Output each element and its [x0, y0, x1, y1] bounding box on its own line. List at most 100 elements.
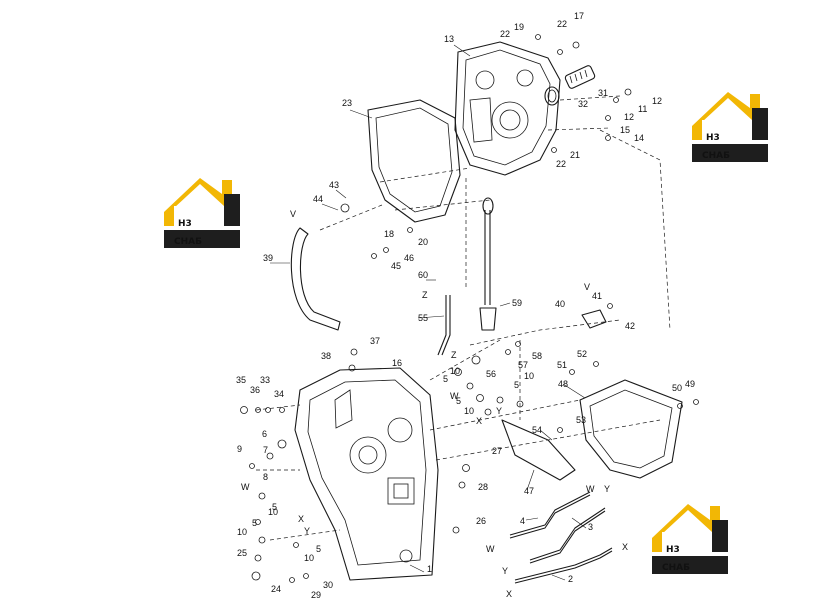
- callout-40: 40: [555, 299, 565, 309]
- ref-W-2: W: [241, 482, 250, 492]
- callout-10c: 10: [304, 553, 314, 563]
- callout-10e: 10: [464, 406, 474, 416]
- callout-4: 4: [520, 516, 525, 526]
- callout-17: 17: [574, 11, 584, 21]
- ref-X-3: X: [622, 542, 628, 552]
- callout-5e: 5: [514, 380, 519, 390]
- transmission-housing-part: [294, 367, 439, 581]
- callout-31: 31: [598, 88, 608, 98]
- logo-main-text: H3: [666, 545, 680, 555]
- callout-42: 42: [625, 321, 635, 331]
- callout-12a: 12: [652, 96, 662, 106]
- callout-49: 49: [685, 379, 695, 389]
- callout-3: 3: [588, 522, 593, 532]
- ref-W-1: W: [450, 391, 459, 401]
- callout-57: 57: [518, 360, 528, 370]
- ref-Z-2: Z: [451, 350, 457, 360]
- callout-11: 11: [638, 104, 647, 114]
- callout-10a: 10: [268, 507, 278, 517]
- callout-21: 21: [570, 150, 580, 160]
- callout-26: 26: [476, 516, 486, 526]
- callout-52: 52: [577, 349, 587, 359]
- ref-Y-3: Y: [604, 484, 610, 494]
- ref-W-3: W: [586, 484, 595, 494]
- callout-44: 44: [313, 194, 323, 204]
- callout-16: 16: [392, 358, 402, 368]
- ref-X-2: X: [298, 514, 304, 524]
- callout-23: 23: [342, 98, 352, 108]
- brand-logo-bottom: H3 СНАБ: [648, 498, 744, 578]
- callout-5d: 5: [456, 396, 461, 406]
- callout-37: 37: [370, 336, 380, 346]
- callout-60: 60: [418, 270, 428, 280]
- callout-51: 51: [557, 360, 567, 370]
- callout-39: 39: [263, 253, 273, 263]
- callout-27: 27: [492, 446, 502, 456]
- ref-W-4: W: [486, 544, 495, 554]
- callout-12b: 12: [624, 112, 634, 122]
- callout-41: 41: [592, 291, 602, 301]
- callout-22b: 22: [557, 19, 567, 29]
- ref-Y-4: Y: [502, 566, 508, 576]
- callout-5c: 5: [443, 374, 448, 384]
- part-callouts: 1 2 3 4 5 5 5 5 5 5 6 7 8 9 10 10 10 10 …: [236, 11, 695, 600]
- callout-15: 15: [620, 125, 630, 135]
- callout-13: 13: [444, 34, 454, 44]
- callout-53: 53: [576, 415, 586, 425]
- callout-14: 14: [634, 133, 644, 143]
- assembly-lines: [255, 95, 671, 541]
- callout-9: 9: [237, 444, 242, 454]
- logo-main-text: H3: [706, 133, 720, 143]
- callout-56: 56: [486, 369, 496, 379]
- callout-43: 43: [329, 180, 339, 190]
- callout-35: 35: [236, 375, 246, 385]
- brand-logo-right: H3 СНАБ: [688, 86, 784, 166]
- leader-lines: [270, 44, 587, 581]
- callout-33: 33: [260, 375, 270, 385]
- ref-Y-1: Y: [496, 406, 502, 416]
- callout-54: 54: [532, 425, 542, 435]
- callout-6: 6: [262, 429, 267, 439]
- ref-X-1: X: [476, 416, 482, 426]
- callout-58: 58: [532, 351, 542, 361]
- callout-19: 19: [514, 22, 524, 32]
- callout-5f: 5: [316, 544, 321, 554]
- ref-Z-1: Z: [422, 290, 428, 300]
- callout-22a: 22: [500, 29, 510, 39]
- callout-2: 2: [568, 574, 573, 584]
- ref-Y-2: Y: [304, 526, 310, 536]
- logo-sub-text: СНАБ: [702, 151, 730, 161]
- callout-59: 59: [512, 298, 522, 308]
- callout-47: 47: [524, 486, 534, 496]
- callout-1: 1: [427, 564, 432, 574]
- callout-22c: 22: [556, 159, 566, 169]
- logo-sub-text: СНАБ: [662, 563, 690, 573]
- callout-55: 55: [418, 313, 428, 323]
- callout-18: 18: [384, 229, 394, 239]
- callout-10d: 10: [450, 366, 460, 376]
- callout-10f: 10: [524, 371, 534, 381]
- hose-part: [290, 227, 341, 331]
- callout-25: 25: [237, 548, 247, 558]
- brand-logo-left: H3 СНАБ: [160, 172, 256, 252]
- callout-46: 46: [404, 253, 414, 263]
- callout-36: 36: [250, 385, 260, 395]
- plate-part: [501, 419, 576, 481]
- callout-29: 29: [311, 590, 321, 600]
- shield-part: [579, 379, 683, 479]
- fasteners: [240, 34, 699, 583]
- callout-30: 30: [323, 580, 333, 590]
- callout-7: 7: [263, 445, 268, 455]
- ref-V-1: V: [290, 209, 296, 219]
- callout-5b: 5: [252, 518, 257, 528]
- dipstick-part: [484, 210, 491, 305]
- logo-sub-text: СНАБ: [174, 237, 202, 247]
- callout-34: 34: [274, 389, 284, 399]
- callout-32: 32: [578, 99, 588, 109]
- callout-45: 45: [391, 261, 401, 271]
- ref-V-2: V: [584, 282, 590, 292]
- callout-38: 38: [321, 351, 331, 361]
- callout-5a: 5: [272, 502, 277, 512]
- logo-main-text: H3: [178, 219, 192, 229]
